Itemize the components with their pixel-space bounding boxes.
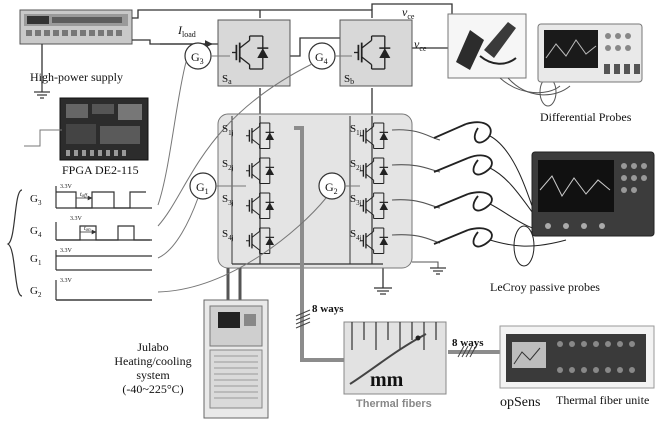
oscilloscope-top — [538, 24, 642, 82]
ground-symbol-supply — [34, 84, 50, 98]
thermal-fiber-unit — [500, 326, 654, 388]
high-power-supply-label: High-power supply — [30, 70, 123, 85]
wave-g2-level: 3.3V — [60, 278, 73, 284]
julabo-label-line2: Heating/cooling — [108, 354, 198, 368]
vce-right-label: vce — [414, 37, 427, 53]
wave-g4-level: 3.3V — [70, 216, 83, 222]
thermal-fibers-label: Thermal fibers — [356, 398, 432, 410]
wave-t-off: toff — [80, 192, 88, 199]
i-load-label: Iload — [177, 23, 196, 39]
ground-symbol-dut — [374, 288, 392, 294]
wave-g2-label: G2 — [30, 285, 42, 299]
julabo-label-line4: (-40~225°C) — [108, 382, 198, 396]
fpga-label: FPGA DE2-115 — [62, 163, 139, 178]
julabo-label: Julabo Heating/cooling system (-40~225°C… — [108, 340, 198, 396]
wave-g4-label: G4 — [30, 225, 42, 239]
ground-symbol-probes — [430, 268, 446, 274]
julabo-label-line3: system — [108, 368, 198, 382]
eight-ways-right: 8 ways — [452, 337, 484, 349]
wave-g3-level: 3.3V — [60, 184, 73, 190]
wave-g1-label: G1 — [30, 253, 42, 267]
eight-ways-left: 8 ways — [312, 303, 344, 315]
lecroy-oscilloscope — [532, 152, 654, 236]
vce-top-label: vce — [402, 5, 415, 21]
julabo-label-line1: Julabo — [108, 340, 198, 354]
high-power-supply — [20, 10, 132, 44]
fpga-output-lines — [24, 130, 62, 146]
lecroy-probes-label: LeCroy passive probes — [490, 280, 600, 295]
julabo-unit — [204, 300, 268, 418]
wave-g1-level: 3.3V — [60, 248, 73, 254]
wave-t-on: ton — [84, 226, 91, 233]
thermal-fiber-unit-label: Thermal fiber unite — [556, 393, 649, 408]
fpga-board — [60, 98, 148, 160]
differential-probe — [448, 14, 526, 78]
mm-scale-label: mm — [370, 369, 404, 391]
wave-g3-label: G3 — [30, 193, 42, 207]
opsens-logo: opSens — [500, 395, 540, 410]
differential-probes-label: Differential Probes — [540, 110, 631, 125]
